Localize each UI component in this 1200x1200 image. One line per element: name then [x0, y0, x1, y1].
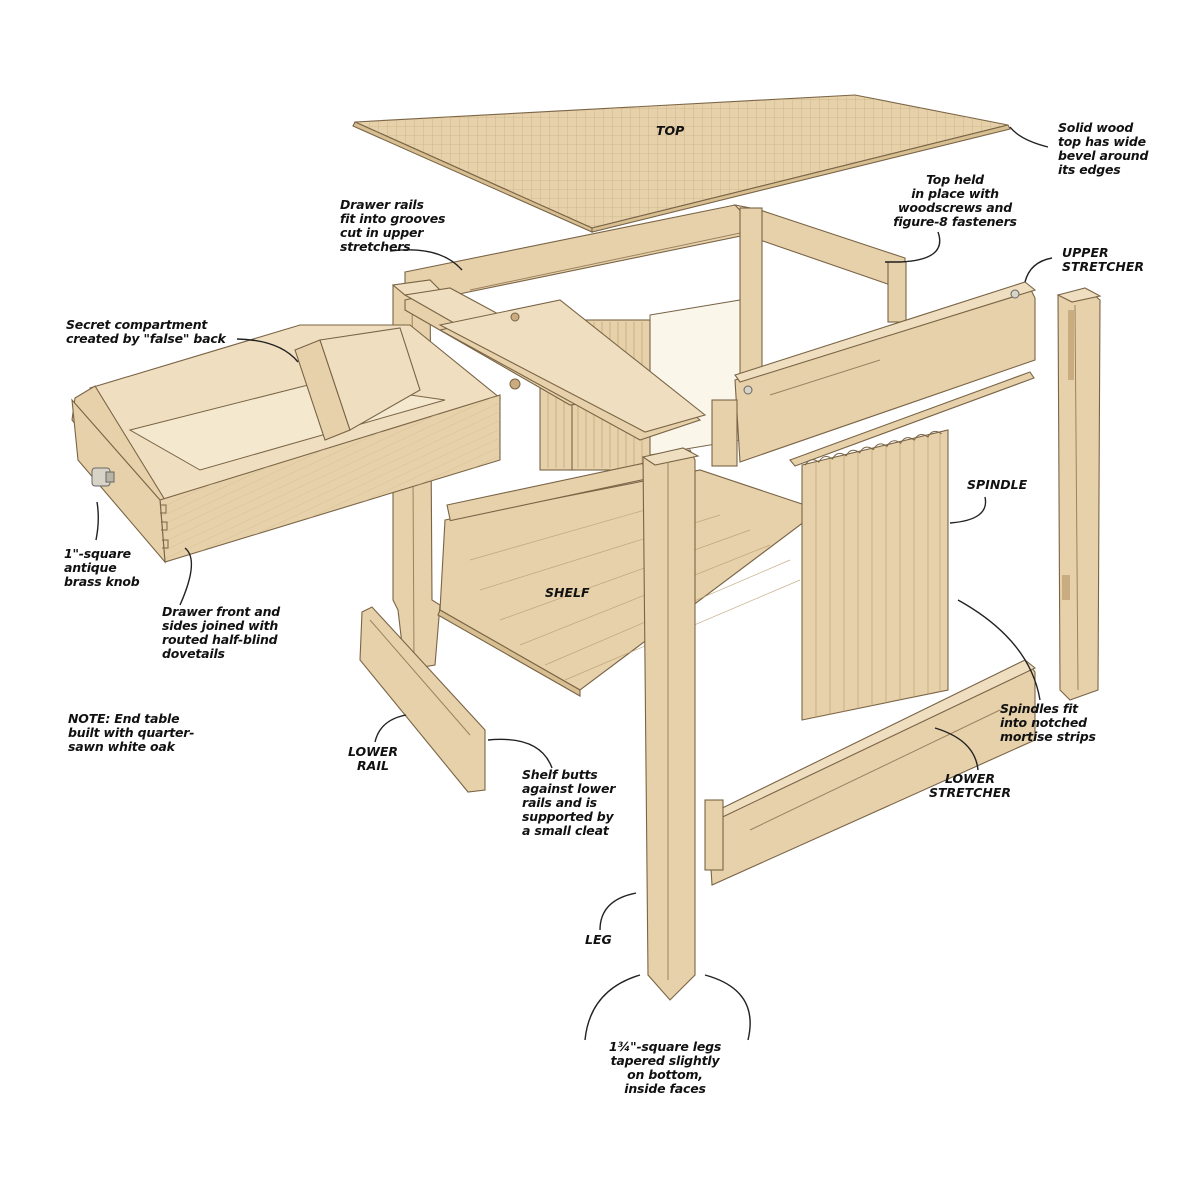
lower-rail [359, 606, 486, 793]
front-spindles [801, 429, 949, 721]
label-lower-rail: LOWER RAIL [347, 744, 399, 773]
callout-drawer-front: Drawer front and sides joined with route… [162, 604, 281, 661]
label-top: TOP [656, 123, 685, 138]
brass-knob-icon [91, 467, 115, 487]
label-upper-stretcher: UPPER STRETCHER [1062, 245, 1145, 274]
leg-right-exploded [1056, 287, 1102, 701]
upper-stretcher [711, 281, 1037, 467]
lower-stretcher [704, 659, 1037, 886]
drawer-rails [403, 287, 707, 441]
leg-front [641, 447, 700, 1001]
label-spindle: SPINDLE [967, 477, 1028, 492]
callout-shelf-butts: Shelf butts against lower rails and is s… [522, 767, 616, 838]
callout-secret-compartment: Secret compartment created by "false" ba… [66, 317, 226, 346]
top-panel [352, 94, 1011, 233]
label-lower-stretcher: LOWER STRETCHER [928, 771, 1012, 800]
drawer [71, 324, 502, 564]
callout-legs-tapered: 1¾"-square legs tapered slightly on bott… [608, 1039, 722, 1096]
callout-spindles-fit: Spindles fit into notched mortise strips [1000, 701, 1096, 744]
callout-drawer-rails: Drawer rails fit into grooves cut in upp… [340, 197, 446, 254]
leader-lines [95, 126, 1053, 1041]
shelf [437, 462, 822, 697]
label-shelf: SHELF [545, 585, 590, 600]
callout-brass-knob: 1"-square antique brass knob [64, 546, 140, 589]
callout-solid-top: Solid wood top has wide bevel around its… [1058, 120, 1149, 177]
label-leg: LEG [585, 932, 612, 947]
callout-note: NOTE: End table built with quarter- sawn… [68, 711, 195, 754]
callout-top-held: Top held in place with woodscrews and fi… [893, 172, 1017, 229]
